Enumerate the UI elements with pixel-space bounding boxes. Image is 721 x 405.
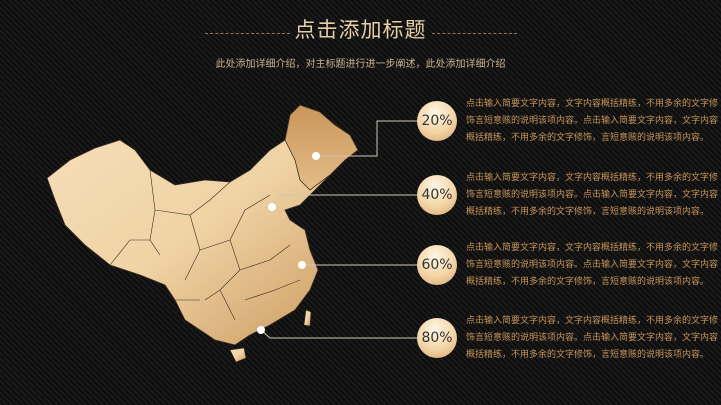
percent-badge-2: 40% xyxy=(417,175,457,215)
title-divider-left xyxy=(205,33,290,34)
map-borders xyxy=(109,169,301,321)
percent-badge-3: 60% xyxy=(417,245,457,285)
location-dots xyxy=(257,152,320,334)
page-title: 点击添加标题 xyxy=(294,18,427,42)
description-2: 点击输入简要文字内容，文字内容概括精练，不用多余的文字修饰言短意赅的说明该项内容… xyxy=(466,173,719,217)
page-subtitle: 此处添加详细介绍，对主标题进行进一步阐述，此处添加详细介绍 xyxy=(215,59,506,70)
description-4: 点击输入简要文字内容，文字内容概括精练，不用多余的文字修饰言短意赅的说明该项内容… xyxy=(466,316,719,360)
map-hainan xyxy=(229,347,247,363)
title-divider-right xyxy=(432,33,517,34)
map-northeast xyxy=(284,104,359,191)
description-3: 点击输入简要文字内容，文字内容概括精练，不用多余的文字修饰言短意赅的说明该项内容… xyxy=(466,243,719,287)
percent-badge-4: 80% xyxy=(417,318,457,358)
percent-badge-1: 20% xyxy=(417,101,457,141)
connector-lines xyxy=(260,120,418,339)
description-1: 点击输入简要文字内容，文字内容概括精练，不用多余的文字修饰言短意赅的说明该项内容… xyxy=(466,99,719,143)
map-taiwan xyxy=(303,309,312,327)
